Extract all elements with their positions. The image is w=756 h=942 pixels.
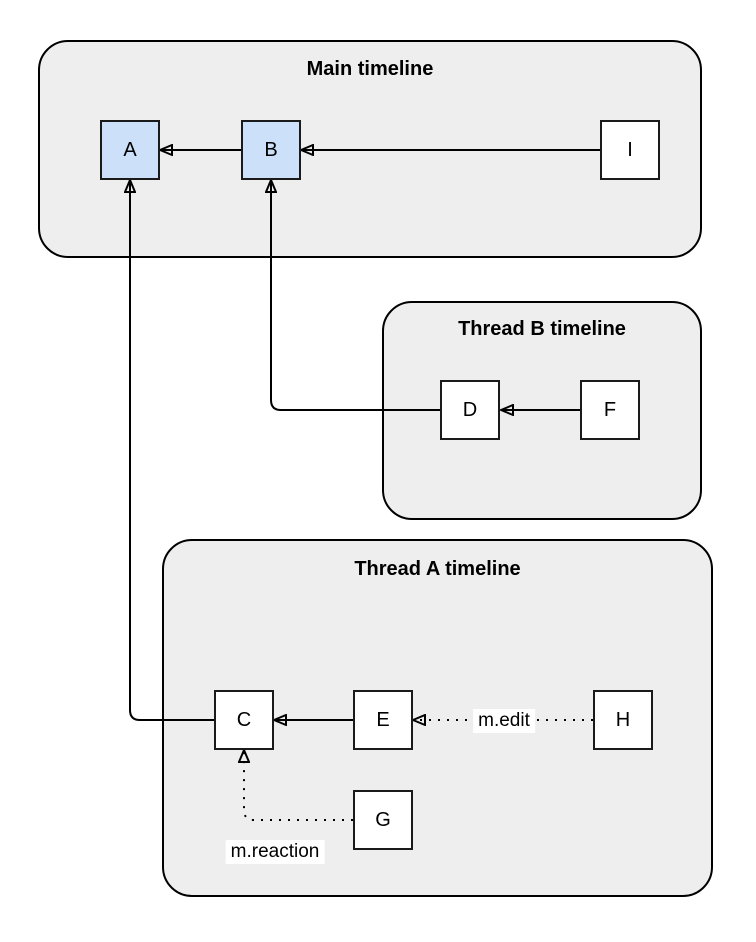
node-F: F (580, 380, 640, 440)
node-F-label: F (603, 398, 617, 421)
node-B: B (241, 120, 301, 180)
node-D-label: D (462, 398, 478, 421)
node-H: H (593, 690, 653, 750)
node-I: I (600, 120, 660, 180)
node-B-label: B (264, 138, 278, 161)
thread-b-timeline-title: Thread B timeline (458, 318, 626, 340)
node-C-label: C (236, 708, 252, 731)
node-G: G (353, 790, 413, 850)
node-E-label: E (376, 708, 390, 731)
node-A-label: A (123, 138, 137, 161)
node-D: D (440, 380, 500, 440)
node-I-label: I (627, 138, 633, 161)
node-H-label: H (615, 708, 631, 731)
main-timeline-title: Main timeline (306, 58, 434, 80)
thread-a-timeline-title: Thread A timeline (354, 558, 521, 580)
node-A: A (100, 120, 160, 180)
node-G-label: G (375, 808, 391, 831)
edge-label-m-edit: m.edit (473, 709, 535, 733)
edge-label-m-reaction: m.reaction (225, 840, 325, 864)
node-E: E (353, 690, 413, 750)
node-C: C (214, 690, 274, 750)
container-thread-b-timeline: Thread B timeline (382, 301, 702, 520)
